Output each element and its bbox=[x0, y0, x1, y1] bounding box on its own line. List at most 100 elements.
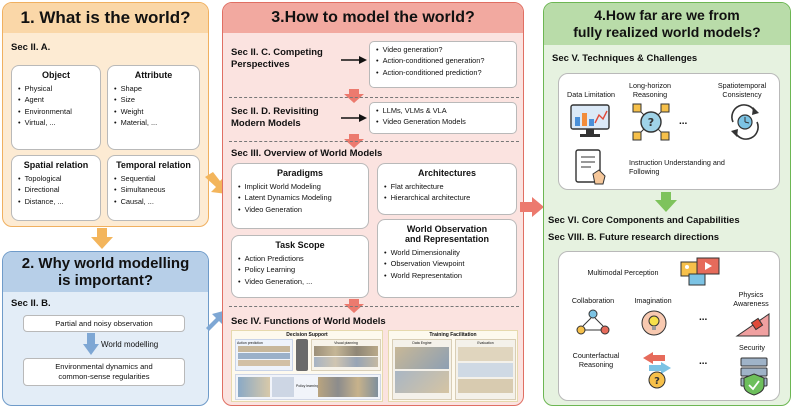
multimodal-label: Multimodal Perception bbox=[587, 268, 659, 277]
temporal-relation-card: Temporal relation Sequential Simultaneou… bbox=[107, 155, 200, 221]
instruction-line2: Following bbox=[629, 166, 660, 176]
panel-how-to-model: 3.How to model the world? Sec II. C. Com… bbox=[222, 2, 524, 406]
task-scope-item: Policy Learning bbox=[238, 264, 368, 275]
task-scope-item: Action Predictions bbox=[238, 253, 368, 264]
panel-how-far: 4.How far are we from fully realized wor… bbox=[543, 2, 791, 406]
brain-bulb-icon bbox=[641, 310, 667, 336]
temporal-title: Temporal relation bbox=[116, 160, 191, 170]
arrow-right-red bbox=[520, 197, 544, 217]
arrow-down-orange bbox=[91, 228, 113, 249]
chart-monitor-icon bbox=[570, 104, 610, 137]
policy-learning-label: Policy learning bbox=[296, 384, 319, 388]
environmental-dynamics-box: Environmental dynamics and common-sense … bbox=[23, 358, 185, 386]
clock-cycle-icon bbox=[731, 104, 759, 140]
action-prediction-label: Action prediction bbox=[237, 341, 263, 345]
future-directions-card: Multimodal Perception Collaboration Imag… bbox=[558, 251, 780, 401]
visual-planning-label: Visual planning bbox=[334, 341, 358, 345]
attribute-item: Material, ... bbox=[114, 117, 199, 128]
robot-image bbox=[296, 339, 308, 371]
decision-support-label: Decision Support bbox=[286, 332, 328, 338]
panel2-sec-label: Sec II. B. bbox=[11, 298, 51, 309]
spatiotemporal-line2: Consistency bbox=[722, 89, 762, 99]
paradigms-card: Paradigms Implicit World Modeling Latent… bbox=[231, 163, 369, 229]
server-shield-icon bbox=[740, 357, 768, 396]
person-question-icon: ? bbox=[643, 352, 671, 389]
sec-vi-label: Sec VI. Core Components and Capabilities bbox=[548, 215, 740, 226]
competing-item: Action-conditioned generation? bbox=[376, 55, 516, 66]
svg-text:?: ? bbox=[648, 116, 654, 129]
world-observation-title-line2: and Representation bbox=[404, 234, 489, 244]
revisiting-sec-line1: Sec II. D. Revisiting bbox=[231, 106, 319, 117]
functions-figure: Decision Support Action prediction Visua… bbox=[231, 330, 518, 402]
paradigms-item: Video Generation bbox=[238, 204, 368, 215]
object-item: Virtual, ... bbox=[18, 117, 100, 128]
question-network-icon: ? bbox=[632, 103, 670, 141]
physics-label: Physics Awareness bbox=[723, 290, 779, 308]
partial-observation-box: Partial and noisy observation bbox=[23, 315, 185, 332]
decision-support-panel: Decision Support Action prediction Visua… bbox=[231, 330, 383, 402]
task-scope-item: Video Generation, ... bbox=[238, 276, 368, 287]
attribute-title: Attribute bbox=[134, 70, 173, 80]
attribute-item: Weight bbox=[114, 106, 199, 117]
paradigms-item: Latent Dynamics Modeling bbox=[238, 192, 368, 203]
panel4-title-line1: 4.How far are we from bbox=[594, 7, 740, 23]
paradigms-title: Paradigms bbox=[276, 168, 324, 178]
temporal-item: Sequential bbox=[114, 173, 199, 184]
env-dynamics-line2: common-sense regularities bbox=[58, 372, 150, 381]
temporal-item: Causal, ... bbox=[114, 196, 199, 207]
competing-item: Action-conditioned prediction? bbox=[376, 67, 516, 78]
sec-v-label: Sec V. Techniques & Challenges bbox=[552, 53, 698, 64]
spatiotemporal-label: Spatiotemporal Consistency bbox=[707, 81, 777, 99]
panel-why-world-modelling: 2. Why world modelling is important? Sec… bbox=[2, 251, 209, 406]
revisiting-item: LLMs, VLMs & VLA bbox=[376, 105, 516, 116]
arrow-right-orange bbox=[205, 172, 227, 194]
sec-viii-label: Sec VIII. B. Future research directions bbox=[548, 232, 720, 243]
overview-sec: Sec III. Overview of World Models bbox=[231, 148, 383, 159]
task-scope-card: Task Scope Action Predictions Policy Lea… bbox=[231, 235, 369, 298]
competing-sec-line1: Sec II. C. Competing bbox=[231, 47, 323, 58]
world-observation-item: World Dimensionality bbox=[384, 247, 516, 258]
architectures-card: Architectures Flat architecture Hierarch… bbox=[377, 163, 517, 215]
architectures-title: Architectures bbox=[417, 168, 477, 178]
revisiting-arrow bbox=[341, 114, 367, 122]
physics-slope-icon bbox=[735, 313, 770, 337]
architectures-item: Hierarchical architecture bbox=[384, 192, 516, 203]
panel3-title: 3.How to model the world? bbox=[223, 3, 523, 33]
revisiting-models-box: LLMs, VLMs & VLA Video Generation Models bbox=[369, 102, 517, 134]
revisiting-item: Video Generation Models bbox=[376, 116, 516, 127]
panel1-title: 1. What is the world? bbox=[3, 3, 208, 33]
object-title: Object bbox=[41, 70, 70, 80]
arrow-down-red bbox=[344, 89, 364, 103]
svg-text:?: ? bbox=[654, 376, 660, 387]
action-prediction-box: Action prediction bbox=[235, 339, 293, 371]
spatial-relation-card: Spatial relation Topological Directional… bbox=[11, 155, 101, 221]
world-observation-item: Observation Viewpoint bbox=[384, 258, 516, 269]
partial-observation-text: Partial and noisy observation bbox=[55, 319, 153, 328]
data-engine-box: Data Engine bbox=[392, 339, 452, 400]
world-modelling-label: World modelling bbox=[101, 340, 159, 349]
attribute-item: Shape bbox=[114, 83, 199, 94]
object-item: Physical bbox=[18, 83, 100, 94]
architectures-item: Flat architecture bbox=[384, 181, 516, 192]
collaboration-label: Collaboration bbox=[571, 296, 615, 305]
task-scope-title: Task Scope bbox=[275, 240, 325, 250]
multimedia-icon bbox=[680, 257, 720, 286]
competing-sec: Sec II. C. Competing Perspectives bbox=[231, 47, 323, 71]
functions-sec: Sec IV. Functions of World Models bbox=[231, 316, 386, 327]
long-horizon-line2: Reasoning bbox=[632, 89, 668, 99]
training-facilitation-label: Training Facilitation bbox=[429, 332, 477, 338]
counterfactual-line1: Counterfactual bbox=[572, 351, 620, 360]
people-network-icon bbox=[576, 309, 610, 335]
physics-line2: Awareness bbox=[733, 298, 769, 308]
instruction-label: Instruction Understanding and Following bbox=[629, 158, 777, 176]
world-modelling-arrow bbox=[83, 333, 99, 355]
competing-sec-line2: Perspectives bbox=[231, 59, 290, 70]
competing-arrow bbox=[341, 56, 367, 64]
attribute-item: Size bbox=[114, 94, 199, 105]
spatial-title: Spatial relation bbox=[23, 160, 89, 170]
document-hand-icon bbox=[575, 149, 606, 185]
spatial-item: Topological bbox=[18, 173, 100, 184]
data-limitation-label: Data Limitation bbox=[567, 90, 615, 99]
spatial-item: Distance, ... bbox=[18, 196, 100, 207]
policy-learning-box: Policy learning bbox=[235, 374, 381, 400]
